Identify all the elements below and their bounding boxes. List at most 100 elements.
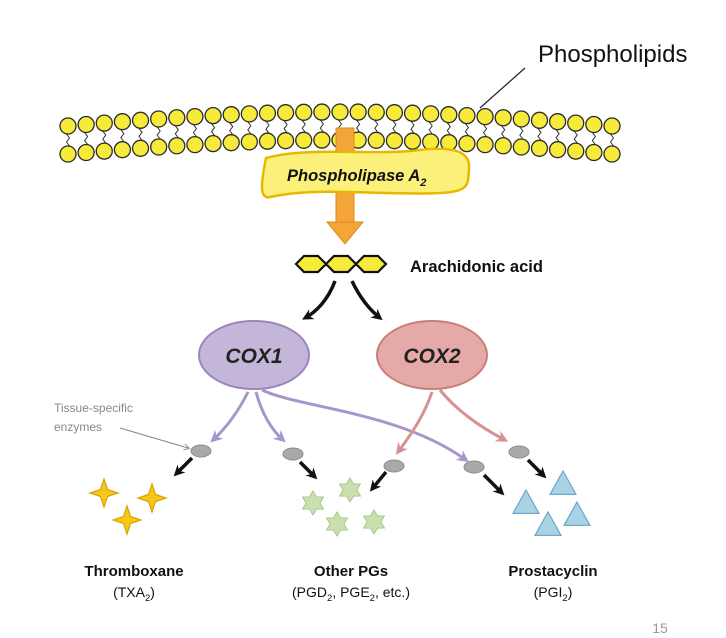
lipid-tail (265, 120, 270, 134)
cox1-ellipse (198, 320, 310, 390)
page-number: 15 (652, 620, 668, 636)
lipid-head (385, 104, 404, 122)
lipid-head (150, 138, 168, 156)
lipid-tail (464, 123, 470, 136)
lipid-head (422, 133, 440, 151)
prostacyclin-triangle (562, 500, 592, 526)
lipid-head (59, 145, 77, 163)
phospholipase-subscript: 2 (419, 177, 426, 189)
lipid-head (494, 109, 512, 127)
lipid-head (168, 137, 186, 155)
lipid-head (422, 105, 440, 123)
lipid-head (313, 103, 331, 121)
lipid-tail (301, 120, 306, 133)
arachidonic-acid-molecule (294, 254, 388, 274)
lipid-head (77, 115, 95, 134)
lipid-head (204, 134, 222, 153)
lipid-head (313, 131, 331, 149)
product-abbr: (TXA2) (113, 584, 155, 604)
lipid-head (603, 145, 621, 163)
lipid-head (476, 135, 494, 154)
lipid-head (240, 133, 258, 151)
cox1-label: COX1 (225, 345, 282, 368)
lipid-head (458, 134, 476, 153)
product-name: Thromboxane (84, 563, 183, 580)
lipid-head (548, 141, 567, 159)
lipid-tail (156, 126, 161, 140)
lipid-tail (591, 132, 596, 145)
product-name: Prostacyclin (508, 563, 597, 580)
lipid-head (567, 114, 585, 132)
lipid-head (168, 109, 186, 127)
thromboxane-sparkles (88, 477, 168, 536)
arrow-to-cox1 (302, 280, 337, 320)
lipid-head (95, 142, 113, 160)
lipid-tail (501, 125, 506, 139)
other-pgs-stars (301, 477, 386, 537)
prostacyclin-triangle (548, 469, 578, 495)
lipid-tail (555, 129, 560, 142)
arachidonic-acid-label: Arachidonic acid (410, 258, 543, 276)
lipid-tail (482, 124, 488, 137)
lipid-tail (229, 122, 234, 135)
enzyme-oval (383, 459, 405, 473)
lipid-head (113, 141, 132, 159)
lipid-tail (192, 124, 198, 137)
lipid-head (258, 104, 277, 122)
cox1-paths (210, 388, 469, 463)
lipid-tail (210, 123, 216, 136)
thromboxane-sparkle (111, 504, 143, 536)
product-other-pgs: Other PGs (PGD2, PGE2, etc.) (292, 563, 410, 604)
lipid-tail (356, 119, 361, 133)
tissue-enzymes-label: Tissue-specific enzymes (54, 401, 136, 434)
lipid-head (403, 132, 422, 150)
lipid-head (240, 105, 258, 123)
other-pg-star (338, 477, 362, 503)
phospholipids-label: Phospholipids (538, 41, 687, 68)
lipid-tail (283, 120, 288, 133)
lipid-tail (120, 129, 125, 142)
lipid-head (295, 131, 313, 149)
lipid-head (476, 107, 494, 126)
lipid-tail (138, 128, 143, 141)
lipid-head (458, 106, 476, 125)
lipid-head (222, 134, 240, 152)
lipid-head (222, 106, 240, 124)
lipid-head (512, 138, 530, 156)
lipid-tail (519, 126, 524, 140)
lipid-head (585, 143, 603, 162)
phospholipid-bilayer (59, 103, 621, 163)
enzyme-oval (190, 444, 212, 458)
svg-text:Phospholipase A2: Phospholipase A2 (287, 167, 426, 189)
tissue-enzyme-ovals (190, 444, 530, 474)
lipid-tail (392, 120, 397, 133)
product-arrows (173, 456, 547, 496)
lipid-tail (374, 120, 379, 133)
lipid-tail (428, 121, 433, 135)
other-pg-star (325, 511, 349, 537)
lipid-tail (446, 122, 451, 135)
lipid-tail (410, 120, 415, 134)
arrow-to-cox2 (350, 280, 383, 321)
lipid-head (367, 103, 385, 121)
lipid-head (585, 115, 603, 134)
lipid-tail (573, 130, 578, 144)
lipid-head (548, 113, 567, 131)
phospholipase-label: Phospholipase A (287, 167, 420, 185)
lipid-head (295, 103, 313, 121)
lipid-tail (102, 130, 107, 144)
other-pg-star (301, 490, 325, 516)
lipid-head (276, 104, 295, 122)
phospholipids-pointer-line (479, 67, 526, 109)
thromboxane-sparkle (136, 482, 168, 514)
lipid-head (131, 111, 150, 129)
lipid-head (186, 107, 204, 126)
product-prostacyclin: Prostacyclin (PGI2) (508, 563, 597, 604)
lipid-head (512, 110, 530, 128)
lipid-head (567, 142, 585, 160)
phospholipase-a2-banner: Phospholipase A2 (260, 147, 471, 199)
lipid-head (367, 131, 385, 149)
lipid-head (276, 132, 295, 150)
enzyme-oval (508, 445, 530, 459)
